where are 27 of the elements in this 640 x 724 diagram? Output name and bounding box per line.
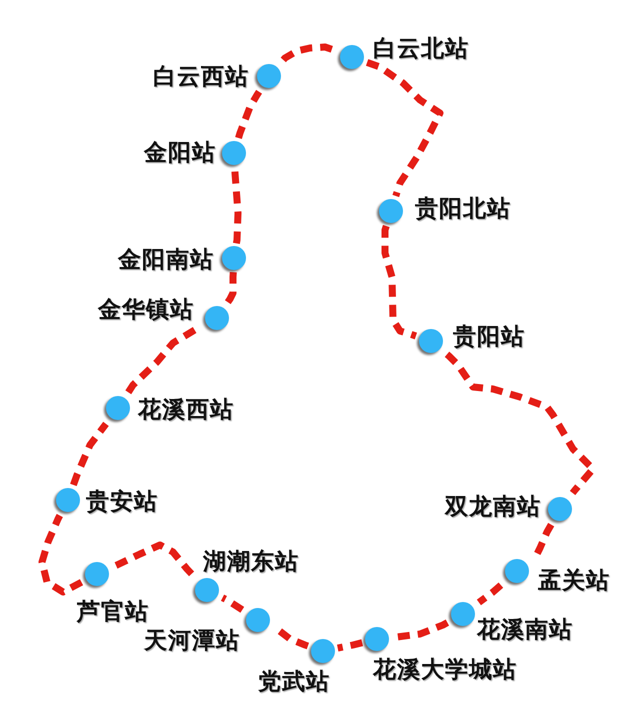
station-name: 花溪西站 xyxy=(138,399,234,422)
station-name: 孟关站 xyxy=(538,570,610,593)
station-name: 双龙南站 xyxy=(445,496,541,519)
station-name: 芦官站 xyxy=(77,601,149,624)
rail-line xyxy=(38,514,84,596)
rail-line xyxy=(366,59,444,198)
station-name: 金阳南站 xyxy=(118,249,214,272)
station-name: 花溪大学城站 xyxy=(373,659,517,682)
station-name: 白云西站 xyxy=(153,66,249,89)
rail-line xyxy=(476,582,504,606)
station-name: 花溪南站 xyxy=(477,619,573,642)
station-name: 湖潮东站 xyxy=(203,551,299,574)
station-name: 天河潭站 xyxy=(144,630,240,653)
rail-line xyxy=(382,224,418,340)
rail-line xyxy=(337,639,364,652)
rail-line xyxy=(220,594,244,613)
rail-line xyxy=(235,90,262,139)
rail-line xyxy=(224,272,237,304)
station-name: 贵安站 xyxy=(86,491,158,514)
station-name: 金阳站 xyxy=(144,142,216,165)
station-name: 白云北站 xyxy=(373,38,469,61)
station-name: 金华镇站 xyxy=(98,299,194,322)
rail-line xyxy=(70,422,109,486)
rail-line xyxy=(444,352,596,496)
station-name: 贵阳站 xyxy=(453,326,525,349)
station-name: 贵阳北站 xyxy=(415,198,511,221)
station-name: 党武站 xyxy=(258,671,330,694)
